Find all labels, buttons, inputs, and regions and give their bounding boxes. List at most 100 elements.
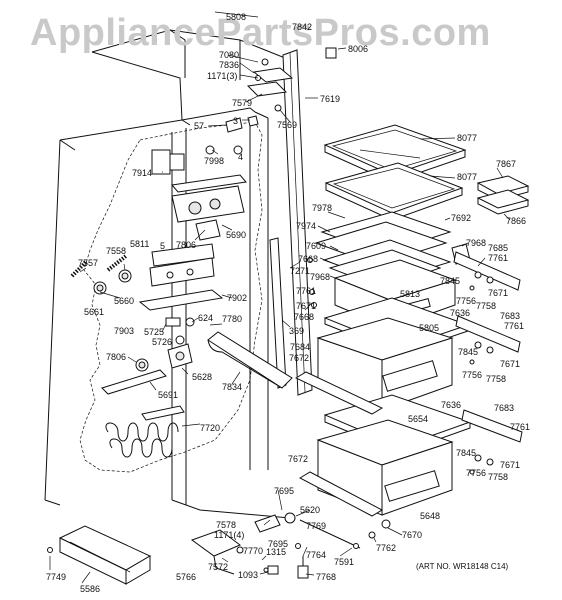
label-7806-lower: 7806 bbox=[106, 352, 127, 362]
housing-5628 bbox=[167, 343, 193, 369]
label-7842: 7842 bbox=[292, 22, 313, 32]
label-5725: 5725 bbox=[144, 327, 165, 337]
label-7761-b: 7761 bbox=[296, 286, 317, 296]
label-7978: 7978 bbox=[312, 203, 333, 213]
label-5811: 5811 bbox=[130, 239, 150, 249]
label-7558: 7558 bbox=[106, 246, 127, 256]
label-5661: 5661 bbox=[84, 307, 105, 317]
label-7683-a: 7683 bbox=[500, 311, 521, 321]
label-7684: 7684 bbox=[290, 342, 311, 352]
label-7578: 7578 bbox=[216, 520, 237, 530]
screw-7749 bbox=[47, 547, 53, 553]
label-5: 5 bbox=[160, 241, 166, 251]
label-7845-b: 7845 bbox=[458, 347, 479, 357]
label-7668-a: 7668 bbox=[298, 254, 319, 264]
knobs-5660-5661 bbox=[93, 269, 132, 295]
label-7762: 7762 bbox=[376, 543, 397, 553]
label-7903: 7903 bbox=[114, 326, 135, 336]
mullion-strip-7619 bbox=[282, 49, 313, 396]
label-5660: 5660 bbox=[114, 296, 135, 306]
label-7668-b: 7668 bbox=[294, 312, 315, 322]
label-7758-b: 7758 bbox=[486, 374, 507, 384]
label-7671-a: 7671 bbox=[488, 288, 509, 298]
fan-housing-5690 bbox=[171, 174, 247, 241]
top-hinge-parts bbox=[225, 47, 337, 133]
label-7914: 7914 bbox=[132, 168, 153, 178]
label-7764: 7764 bbox=[306, 550, 327, 560]
label-7768: 7768 bbox=[316, 572, 337, 582]
label-4: 4 bbox=[238, 152, 244, 162]
rods-7557-7558 bbox=[70, 254, 128, 278]
label-7761-d: 7761 bbox=[510, 422, 531, 432]
label-1093: 1093 bbox=[238, 570, 259, 580]
label-7836: 7836 bbox=[219, 60, 240, 70]
label-5726: 5726 bbox=[152, 337, 173, 347]
label-7557: 7557 bbox=[78, 258, 99, 268]
right-side-fasteners bbox=[307, 257, 494, 475]
label-7671-c: 7671 bbox=[500, 359, 521, 369]
label-7867: 7867 bbox=[496, 159, 517, 169]
label-5808: 5808 bbox=[226, 12, 247, 22]
label-3: 3 bbox=[233, 116, 239, 126]
label-8006: 8006 bbox=[348, 44, 369, 54]
bracket-7578 bbox=[254, 514, 281, 533]
damper-control-7914 bbox=[151, 145, 243, 175]
lever-5766 bbox=[190, 529, 244, 575]
label-5690: 5690 bbox=[226, 230, 247, 240]
drain-5691 bbox=[101, 369, 167, 395]
drawer-rails bbox=[294, 243, 523, 517]
label-7845-a: 7845 bbox=[440, 276, 461, 286]
label-7591: 7591 bbox=[334, 557, 355, 567]
label-7749: 7749 bbox=[46, 572, 67, 582]
label-7845-c: 7845 bbox=[456, 448, 477, 458]
label-624: 624 bbox=[198, 313, 214, 323]
label-1171-4: 1171(4) bbox=[214, 530, 245, 540]
cabinet-outline bbox=[44, 29, 291, 519]
label-7672-b: 7672 bbox=[288, 454, 309, 464]
label-7692: 7692 bbox=[451, 213, 472, 223]
label-7609: 7609 bbox=[306, 241, 327, 251]
label-7968-b: 7968 bbox=[310, 272, 331, 282]
label-5805: 5805 bbox=[419, 323, 440, 333]
watermark: AppliancePartsPros.com bbox=[30, 12, 491, 54]
label-7670: 7670 bbox=[402, 530, 423, 540]
label-7780: 7780 bbox=[222, 314, 243, 324]
label-7683-b: 7683 bbox=[494, 403, 515, 413]
leveling-parts bbox=[263, 512, 391, 579]
label-8077-upper: 8077 bbox=[457, 133, 478, 143]
label-7695-a: 7695 bbox=[274, 486, 295, 496]
label-5691: 5691 bbox=[158, 390, 179, 400]
tray-7867-7866 bbox=[476, 175, 530, 215]
label-7579: 7579 bbox=[232, 98, 253, 108]
label-7758-a: 7758 bbox=[476, 301, 497, 311]
label-7671-b: 7671 bbox=[296, 301, 317, 311]
label-7866: 7866 bbox=[506, 216, 527, 226]
label-7636-a: 7636 bbox=[450, 308, 471, 318]
part-7806-lower bbox=[135, 358, 149, 372]
label-7834: 7834 bbox=[222, 382, 243, 392]
label-7672-a: 7672 bbox=[289, 353, 310, 363]
label-7974: 7974 bbox=[296, 221, 317, 231]
label-7671-d: 7671 bbox=[500, 460, 521, 470]
strip-369 bbox=[269, 237, 287, 389]
machine-compartment-5586 bbox=[58, 525, 152, 585]
grill-7834 bbox=[207, 331, 293, 389]
label-7080: 7080 bbox=[219, 50, 240, 60]
label-7720: 7720 bbox=[200, 423, 221, 433]
label-5620: 5620 bbox=[300, 505, 321, 515]
inset-region-outline bbox=[79, 121, 263, 473]
defrost-heater-7720 bbox=[105, 405, 185, 458]
label-7806-upper: 7806 bbox=[176, 240, 197, 250]
label-57: 57 bbox=[194, 121, 205, 131]
label-5648: 5648 bbox=[420, 511, 441, 521]
label-7572: 7572 bbox=[208, 562, 229, 572]
label-7770: 7770 bbox=[243, 546, 264, 556]
label-5654: 5654 bbox=[408, 414, 429, 424]
label-7756-b: 7756 bbox=[462, 370, 483, 380]
label-7756-a: 7756 bbox=[456, 296, 477, 306]
label-7271: 7271 bbox=[290, 266, 311, 276]
crisper-drawer-5654 bbox=[316, 317, 454, 411]
label-5628: 5628 bbox=[192, 372, 213, 382]
label-7998: 7998 bbox=[204, 156, 225, 166]
control-parts-5725-5726 bbox=[165, 317, 195, 345]
